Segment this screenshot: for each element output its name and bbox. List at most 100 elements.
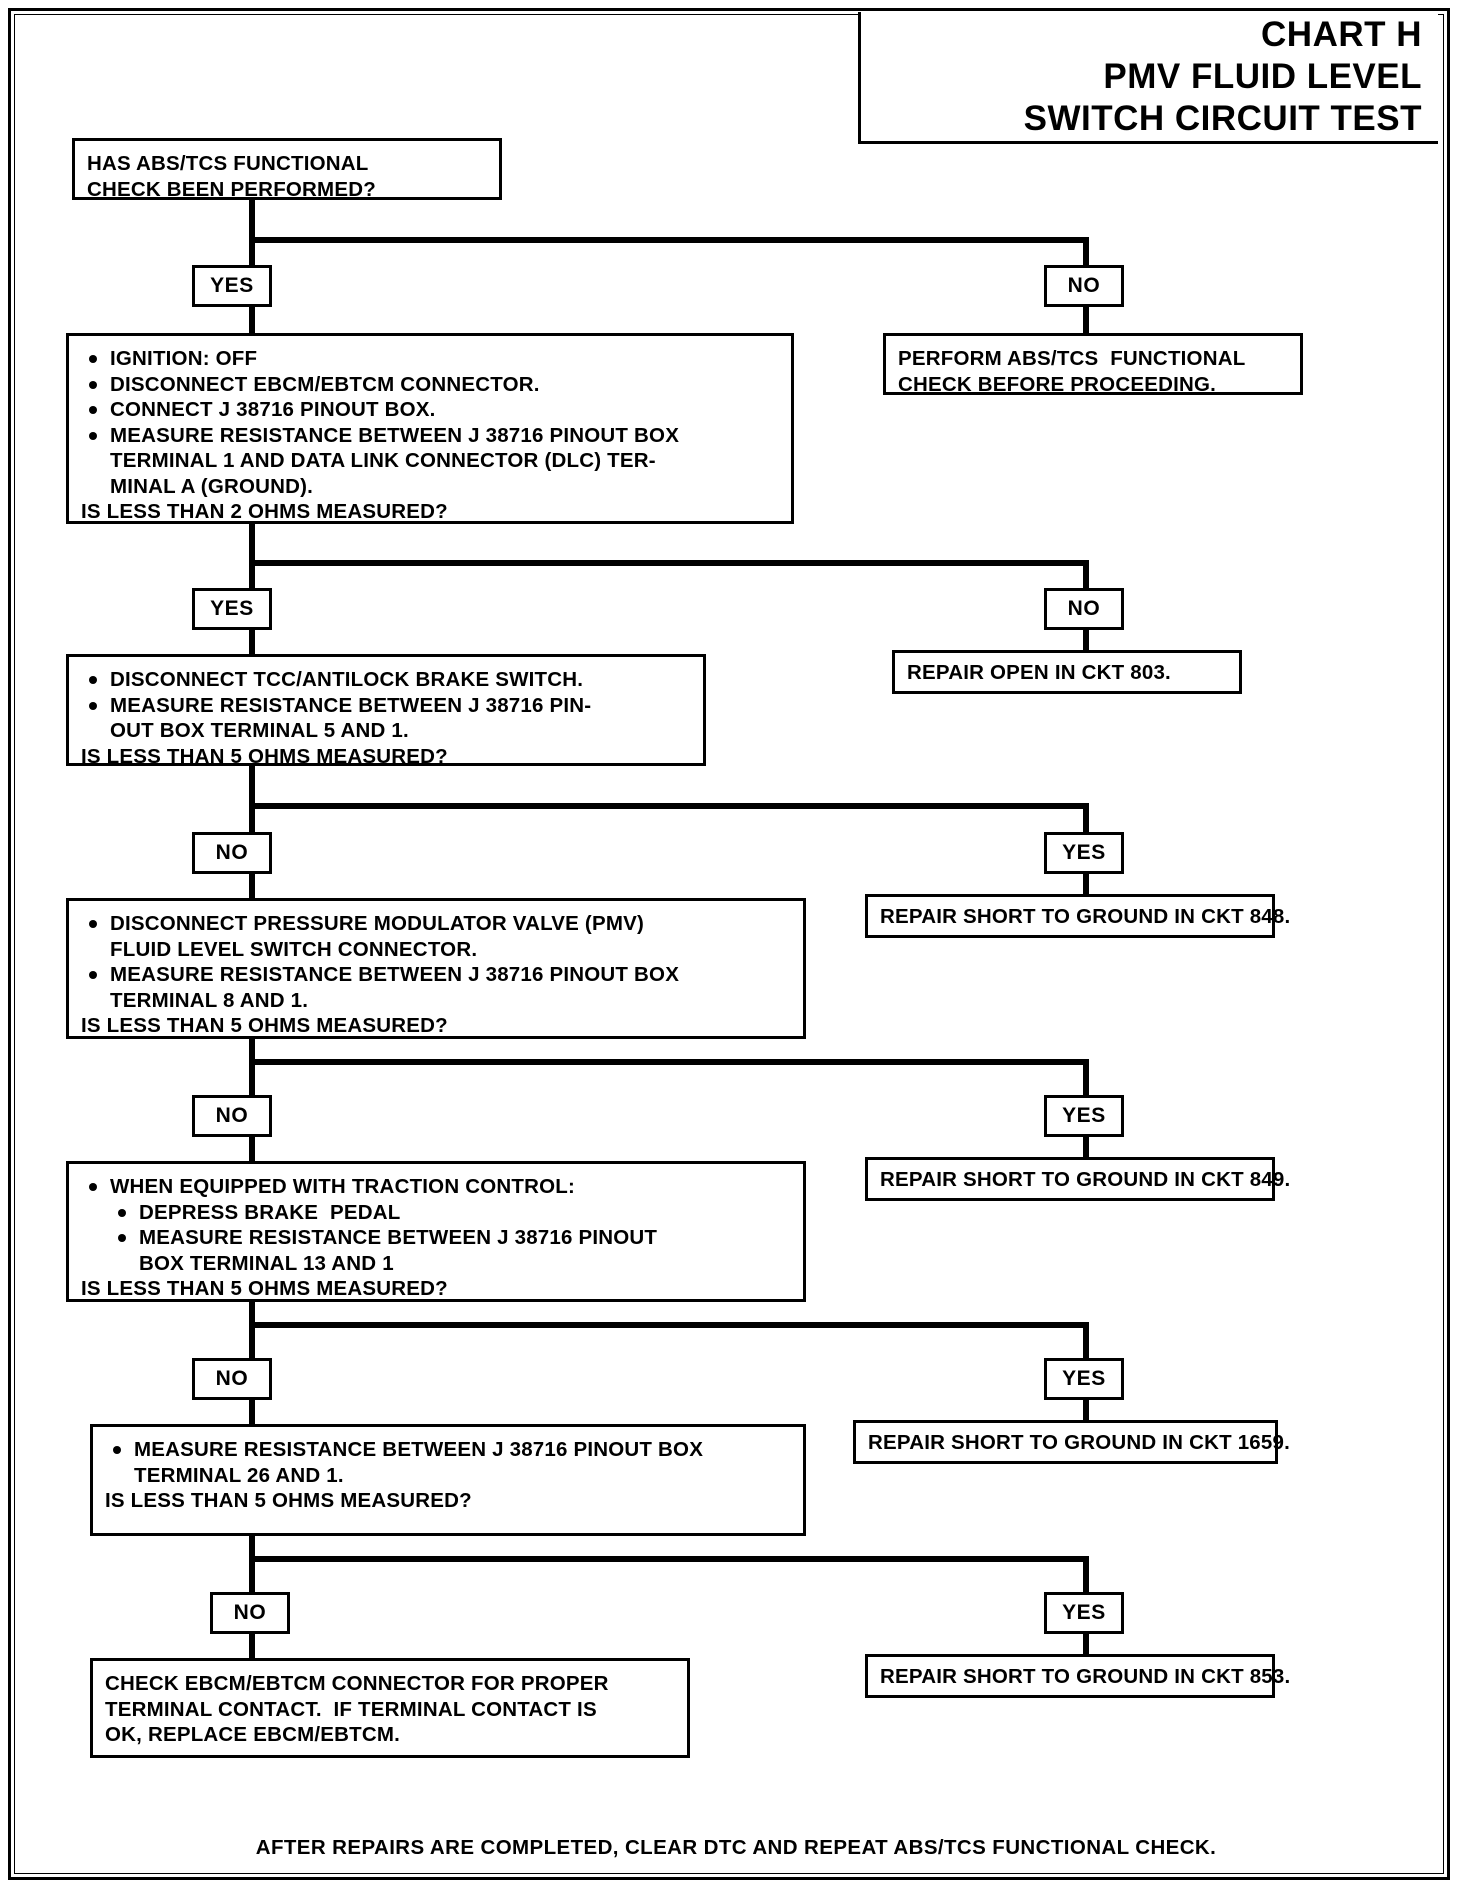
connector-no6-to-step7 [249,1632,255,1660]
step-1-box: HAS ABS/TCS FUNCTIONAL CHECK BEEN PERFOR… [72,138,502,201]
branch-6-yes-label: YES [1044,1592,1124,1634]
connector-no4-to-step5 [249,1135,255,1163]
connector-no5-to-step6 [249,1398,255,1426]
step-4-box: DISCONNECT PRESSURE MODULATOR VALVE (PMV… [66,898,806,1039]
footer-note: AFTER REPAIRS ARE COMPLETED, CLEAR DTC A… [255,1836,1217,1859]
outcome-1-box: PERFORM ABS/TCS FUNCTIONAL CHECK BEFORE … [883,333,1303,396]
step-3-bullet-2: MEASURE RESISTANCE BETWEEN J 38716 PIN- [81,693,691,719]
connector-branch2-left-down [249,560,255,592]
step-2-box: IGNITION: OFF DISCONNECT EBCM/EBTCM CONN… [66,333,794,524]
outcome-5-box: REPAIR SHORT TO GROUND IN CKT 1659. [853,1420,1290,1464]
branch-5-no-text: NO [215,1367,249,1390]
step-2-bullet-2: DISCONNECT EBCM/EBTCM CONNECTOR. [81,372,779,398]
branch-4-no-label: NO [192,1095,272,1137]
outcome-6-line-1: REPAIR SHORT TO GROUND IN CKT 853. [880,1665,1291,1688]
step-7-line-1: CHECK EBCM/EBTCM CONNECTOR FOR PROPER [105,1672,609,1695]
branch-5-yes-label: YES [1044,1358,1124,1400]
step-5-bullet-list: WHEN EQUIPPED WITH TRACTION CONTROL: DEP… [81,1174,791,1276]
outcome-4-box: REPAIR SHORT TO GROUND IN CKT 849. [865,1157,1290,1201]
branch-2-yes-text: YES [210,597,254,620]
step-4-bullet-1: DISCONNECT PRESSURE MODULATOR VALVE (PMV… [81,911,791,937]
branch-2-no-label: NO [1044,588,1124,630]
step-3-bullet-1: DISCONNECT TCC/ANTILOCK BRAKE SWITCH. [81,667,691,693]
connector-step1-down [249,200,255,240]
step-5-box: WHEN EQUIPPED WITH TRACTION CONTROL: DEP… [66,1161,806,1302]
connector-yes5-to-outcome5 [1083,1398,1089,1422]
step-4-bullet-2-cont-1: TERMINAL 8 AND 1. [110,988,309,1012]
connector-branch5-bus [249,1322,1089,1328]
outcome-6-box: REPAIR SHORT TO GROUND IN CKT 853. [865,1654,1291,1698]
outcome-3-box: REPAIR SHORT TO GROUND IN CKT 848. [865,894,1291,938]
step-6-question: IS LESS THAN 5 OHMS MEASURED? [105,1489,472,1512]
connector-branch6-bus [249,1556,1089,1562]
connector-branch4-bus [249,1059,1089,1065]
connector-branch3-left-down [249,803,255,838]
connector-step2-down [249,524,255,562]
branch-2-yes-label: YES [192,588,272,630]
step-4-bullet-1-cont-1: FLUID LEVEL SWITCH CONNECTOR. [110,937,478,961]
step-3-bullet-2-cont-1: OUT BOX TERMINAL 5 AND 1. [110,719,409,742]
branch-1-yes-label: YES [192,265,272,307]
branch-3-no-label: NO [192,832,272,874]
outcome-1-line-2: CHECK BEFORE PROCEEDING. [898,372,1217,396]
branch-2-no-text: NO [1067,597,1101,620]
page-outer-border [8,8,1450,1880]
step-6-bullet-1-cont-1: TERMINAL 26 AND 1. [134,1463,344,1487]
outcome-3-line-1: REPAIR SHORT TO GROUND IN CKT 848. [880,905,1291,928]
connector-branch5-left-down [249,1322,255,1368]
step-2-bullet-1: IGNITION: OFF [81,346,779,372]
page-inner-border [14,14,1444,1874]
title-block: CHART H PMV FLUID LEVEL SWITCH CIRCUIT T… [858,12,1438,144]
chart-title-line-2: PMV FLUID LEVEL [1103,56,1422,96]
chart-title-line-3: SWITCH CIRCUIT TEST [1023,98,1422,138]
branch-1-no-label: NO [1044,265,1124,307]
branch-4-no-text: NO [215,1104,249,1127]
outcome-1-line-1: PERFORM ABS/TCS FUNCTIONAL [898,347,1246,370]
branch-4-yes-label: YES [1044,1095,1124,1137]
connector-step6-down [249,1536,255,1574]
step-2-question: IS LESS THAN 2 OHMS MEASURED? [81,500,448,523]
step-5-sub-bullet-2: MEASURE RESISTANCE BETWEEN J 38716 PINOU… [81,1225,791,1251]
step-6-bullet-list: MEASURE RESISTANCE BETWEEN J 38716 PINOU… [105,1437,791,1488]
connector-step3-down [249,766,255,806]
connector-yes4-to-outcome4 [1083,1135,1089,1159]
connector-branch5-right-down [1083,1322,1089,1368]
connector-branch6-right-down [1083,1556,1089,1602]
branch-5-yes-text: YES [1062,1367,1106,1390]
step-4-bullet-list: DISCONNECT PRESSURE MODULATOR VALVE (PMV… [81,911,791,1013]
connector-branch3-right-down [1083,803,1089,838]
step-4-question: IS LESS THAN 5 OHMS MEASURED? [81,1014,448,1037]
step-7-box: CHECK EBCM/EBTCM CONNECTOR FOR PROPER TE… [90,1658,690,1758]
connector-branch1-right-down [1083,237,1089,273]
connector-step4-down [249,1039,255,1077]
chart-title-line-1: CHART H [1261,14,1422,54]
connector-step5-down [249,1302,255,1340]
step-3-question: IS LESS THAN 5 OHMS MEASURED? [81,744,448,768]
step-5-question: IS LESS THAN 5 OHMS MEASURED? [81,1277,448,1300]
connector-branch4-left-down [249,1059,255,1105]
step-6-box: MEASURE RESISTANCE BETWEEN J 38716 PINOU… [90,1424,806,1536]
branch-1-no-text: NO [1067,274,1101,297]
connector-no3-to-step4 [249,872,255,900]
step-7-line-2: TERMINAL CONTACT. IF TERMINAL CONTACT IS [105,1697,597,1721]
step-2-bullet-4: MEASURE RESISTANCE BETWEEN J 38716 PINOU… [81,423,779,449]
step-3-box: DISCONNECT TCC/ANTILOCK BRAKE SWITCH. ME… [66,654,706,768]
connector-no2-to-outcome2 [1083,628,1089,652]
step-5-sub-bullet-1: DEPRESS BRAKE PEDAL [81,1200,791,1226]
connector-branch6-left-down [249,1556,255,1602]
connector-yes1-to-step2 [249,305,255,335]
branch-3-no-text: NO [215,841,249,864]
branch-3-yes-text: YES [1062,841,1106,864]
step-7-line-3: OK, REPLACE EBCM/EBTCM. [105,1723,401,1746]
branch-1-yes-text: YES [210,274,254,297]
outcome-5-line-1: REPAIR SHORT TO GROUND IN CKT 1659. [868,1431,1290,1454]
connector-yes3-to-outcome3 [1083,872,1089,896]
step-2-bullet-list: IGNITION: OFF DISCONNECT EBCM/EBTCM CONN… [81,346,779,499]
step-3-bullet-list: DISCONNECT TCC/ANTILOCK BRAKE SWITCH. ME… [81,667,691,744]
connector-branch2-right-down [1083,560,1089,592]
connector-branch1-left-down [249,237,255,273]
branch-4-yes-text: YES [1062,1104,1106,1127]
step-6-bullet-1: MEASURE RESISTANCE BETWEEN J 38716 PINOU… [105,1437,791,1463]
step-5-sub-bullet-2-cont-1: BOX TERMINAL 13 AND 1 [139,1251,394,1275]
